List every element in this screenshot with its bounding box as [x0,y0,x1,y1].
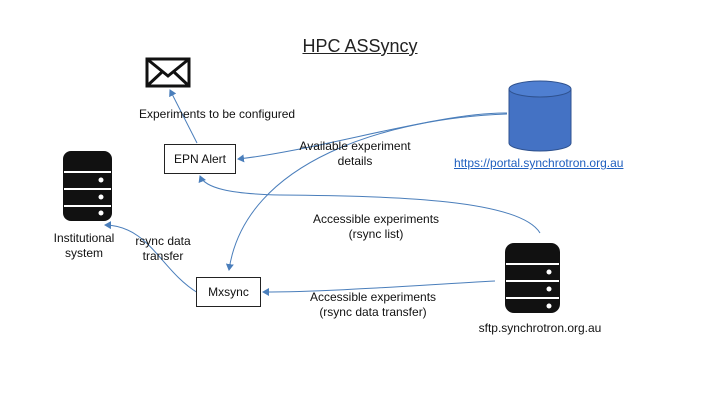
label-accessible-data-transfer: Accessible experiments (rsync data trans… [309,290,437,319]
mxsync-node: Mxsync [196,277,261,307]
arrow-epn-to-envelope [169,89,198,144]
epn-alert-node: EPN Alert [164,144,236,174]
portal-url[interactable]: https://portal.synchrotron.org.au [454,156,624,170]
label-experiments-to-be-configured: Experiments to be configured [139,107,296,121]
mxsync-label: Mxsync [208,285,249,299]
arrow-sftp-to-mxsync [262,280,496,296]
institutional-system-label: Institutional system [53,231,115,260]
arrow-portal-to-mxsync [225,113,508,271]
label-accessible-rsync-list: Accessible experiments (rsync list) [312,212,440,241]
portal-url-link[interactable]: https://portal.synchrotron.org.au [454,156,623,171]
database-icon [63,151,112,221]
sftp-server-label: sftp.synchrotron.org.au [478,321,602,335]
connectors [104,89,541,296]
arrow-portal-to-epn [237,112,508,163]
arrow-mxsync-to-institutional [104,221,199,294]
arrow-sftp-to-epn [198,175,541,234]
label-available-experiment-details: Available experiment details [299,139,411,168]
diagram-title: HPC ASSyncy [302,36,418,56]
epn-alert-label: EPN Alert [173,152,227,166]
envelope-icon [145,57,191,88]
label-rsync-data-transfer: rsync data transfer [135,234,191,263]
database-icon [508,80,572,152]
database-icon [505,243,560,313]
